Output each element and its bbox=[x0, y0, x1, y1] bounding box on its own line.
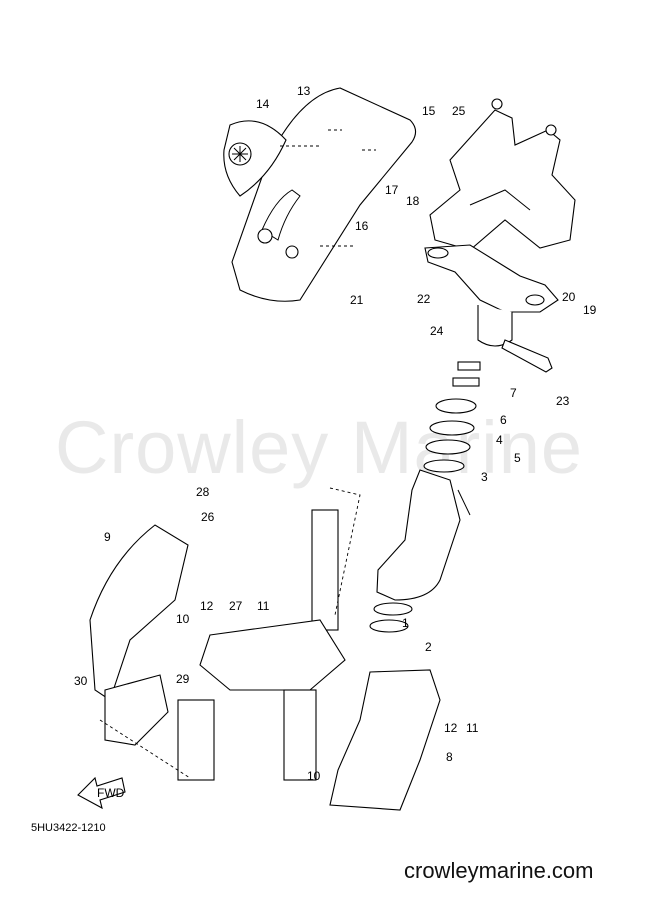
part-label: 3 bbox=[481, 470, 488, 484]
part-label: 26 bbox=[201, 510, 215, 524]
part-label: 11 bbox=[257, 599, 270, 613]
emblem-part bbox=[223, 120, 287, 197]
bearing-stack bbox=[369, 361, 481, 633]
part-label: 18 bbox=[406, 194, 420, 208]
part-label: 13 bbox=[297, 84, 311, 98]
part-label: 29 bbox=[176, 672, 190, 686]
part-label: 12 bbox=[444, 721, 458, 735]
part-label: 27 bbox=[229, 599, 243, 613]
fwd-arrow-icon: FWD bbox=[77, 776, 126, 810]
part-label: 14 bbox=[256, 97, 270, 111]
website-link[interactable]: crowleymarine.com bbox=[404, 858, 594, 883]
part-label: 9 bbox=[104, 530, 111, 544]
lower-bracket-part bbox=[104, 674, 169, 746]
part-label: 21 bbox=[350, 293, 364, 307]
bracket-part bbox=[429, 98, 576, 251]
part-label: 25 bbox=[452, 104, 466, 118]
bolt-part bbox=[501, 339, 553, 373]
part-label: 11 bbox=[466, 721, 479, 735]
part-label: 30 bbox=[74, 674, 88, 688]
part-label: 1 bbox=[402, 616, 409, 630]
part-label: 8 bbox=[446, 750, 453, 764]
part-label: 10 bbox=[307, 769, 321, 783]
watermark: Crowley Marine bbox=[55, 406, 584, 489]
part-label: 19 bbox=[583, 303, 597, 317]
part-label: 4 bbox=[496, 433, 503, 447]
part-label: 5 bbox=[514, 451, 521, 465]
part-labels: 1 2 3 4 5 6 7 8 9 10 10 11 11 12 12 13 1… bbox=[74, 84, 597, 783]
part-label: 16 bbox=[355, 219, 369, 233]
lower-cover-part bbox=[329, 669, 441, 811]
handlebar-stem-part bbox=[177, 509, 346, 781]
part-label: 7 bbox=[510, 386, 517, 400]
part-label: 22 bbox=[417, 292, 431, 306]
steering-column-part bbox=[376, 469, 461, 601]
part-label: 24 bbox=[430, 324, 444, 338]
part-label: 6 bbox=[500, 413, 507, 427]
part-label: 17 bbox=[385, 183, 399, 197]
drawing-code: 5HU3422-1210 bbox=[31, 822, 106, 834]
part-label: 15 bbox=[422, 104, 436, 118]
part-label: 12 bbox=[200, 599, 214, 613]
part-label: 2 bbox=[425, 640, 432, 654]
part-label: 23 bbox=[556, 394, 570, 408]
part-label: 10 bbox=[176, 612, 190, 626]
part-label: 28 bbox=[196, 485, 210, 499]
part-label: 20 bbox=[562, 290, 576, 304]
steering-bracket-part bbox=[424, 244, 559, 347]
side-cover-part bbox=[89, 524, 189, 701]
upper-cover-part bbox=[231, 87, 417, 302]
svg-text:FWD: FWD bbox=[97, 786, 125, 800]
leader-dashes bbox=[99, 145, 361, 779]
